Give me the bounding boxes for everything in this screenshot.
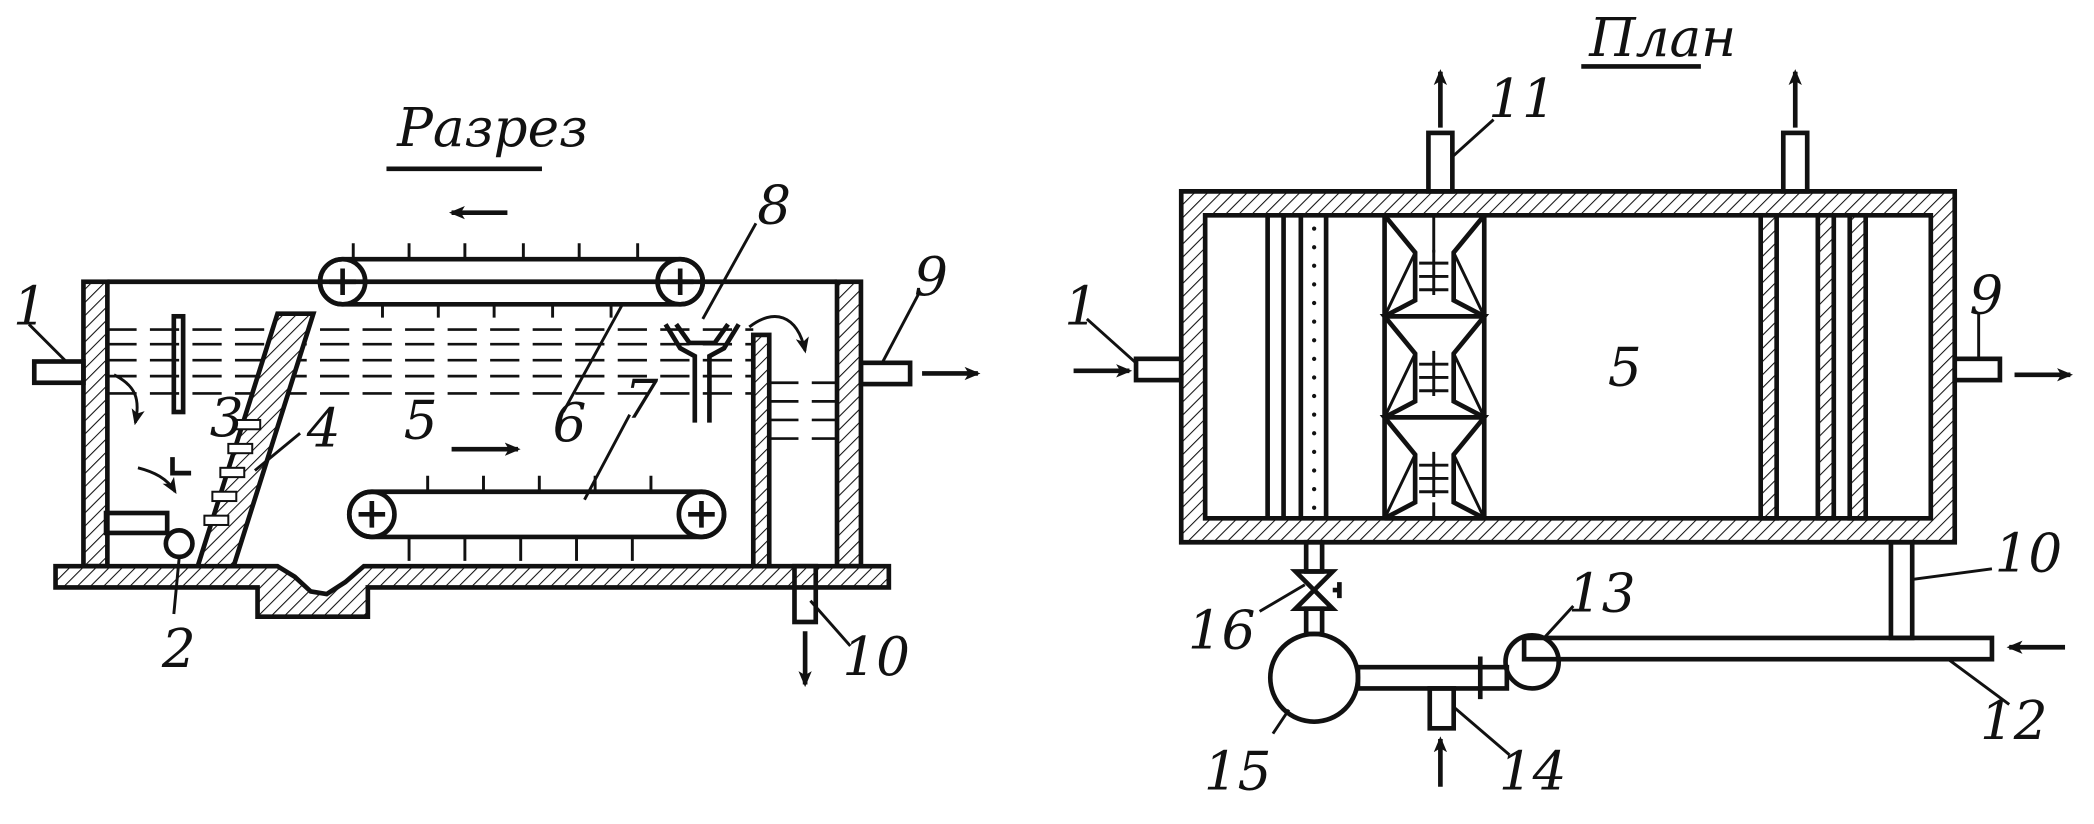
pump-discharge-pipe <box>1355 664 1510 691</box>
return-pipe-12 <box>1521 635 1995 662</box>
lower-scraper-conveyor <box>346 442 727 561</box>
plan-title: План <box>1588 7 1736 69</box>
pump-15 <box>1267 631 1361 724</box>
tank-plan <box>1178 189 1958 545</box>
section-view: Разрез <box>13 97 981 688</box>
section-label-5: 5 <box>404 390 438 452</box>
plan-label-5: 5 <box>1608 336 1642 398</box>
tank-13 <box>1503 632 1562 691</box>
plan-view: План <box>1064 7 2074 802</box>
upper-scraper-conveyor <box>317 206 706 318</box>
small-bracket <box>170 457 192 476</box>
plan-label-15: 15 <box>1204 740 1272 802</box>
inflow-arrow <box>113 373 145 426</box>
outlet-pipe-11-right <box>1780 130 1810 194</box>
drain-pipe-plan <box>1888 539 1915 641</box>
water-inlet-14 <box>1427 686 1457 731</box>
screen-slots <box>203 418 262 526</box>
flow-arrow-screen <box>137 466 177 495</box>
section-label-7: 7 <box>624 368 658 430</box>
right-wall <box>834 279 864 569</box>
section-label-3: 3 <box>210 387 244 449</box>
inclined-screen <box>194 311 317 569</box>
plan-label-10: 10 <box>1995 522 2063 584</box>
outlet-partition <box>750 332 772 569</box>
water-section <box>107 328 838 440</box>
section-label-9: 9 <box>914 246 948 308</box>
outlet-pipe-section <box>858 360 913 387</box>
section-title: Разрез <box>396 97 588 159</box>
plan-label-13: 13 <box>1568 562 1636 624</box>
sludge-pipe <box>103 510 170 536</box>
section-label-6: 6 <box>553 392 587 454</box>
plan-label-14: 14 <box>1499 740 1567 802</box>
inlet-baffle <box>171 313 186 415</box>
section-label-8: 8 <box>757 174 791 236</box>
plan-label-16: 16 <box>1188 600 1256 662</box>
section-label-1: 1 <box>13 275 47 337</box>
plan-leaders <box>1085 118 2011 757</box>
section-leaders <box>27 222 921 647</box>
plan-label-1: 1 <box>1064 275 1098 337</box>
inlet-pipe-section <box>31 359 86 386</box>
sludge-hoppers <box>1379 212 1490 521</box>
outlet-pipe-11-left <box>1426 130 1455 194</box>
drain-pipe-section <box>792 563 819 625</box>
section-label-2: 2 <box>161 618 196 680</box>
roller-2 <box>163 527 195 560</box>
plan-labels: 1 5 9 10 11 12 13 14 15 16 <box>1064 68 2062 802</box>
inlet-pipe-plan <box>1133 356 1184 383</box>
plan-label-9: 9 <box>1969 265 2003 327</box>
valve-16 <box>1289 569 1339 612</box>
plan-label-11: 11 <box>1488 68 1556 130</box>
outlet-pipe-plan <box>1952 356 2003 383</box>
section-label-4: 4 <box>306 398 341 460</box>
overflow-arrow <box>748 315 809 354</box>
section-labels: 1 2 3 4 5 6 7 8 9 10 <box>13 174 948 688</box>
tank-section <box>31 279 981 688</box>
section-label-10: 10 <box>842 626 910 688</box>
screen-perforation <box>1312 226 1317 510</box>
grease-trough <box>663 322 741 423</box>
plan-label-12: 12 <box>1980 690 2048 752</box>
tank-bottom <box>53 563 892 619</box>
